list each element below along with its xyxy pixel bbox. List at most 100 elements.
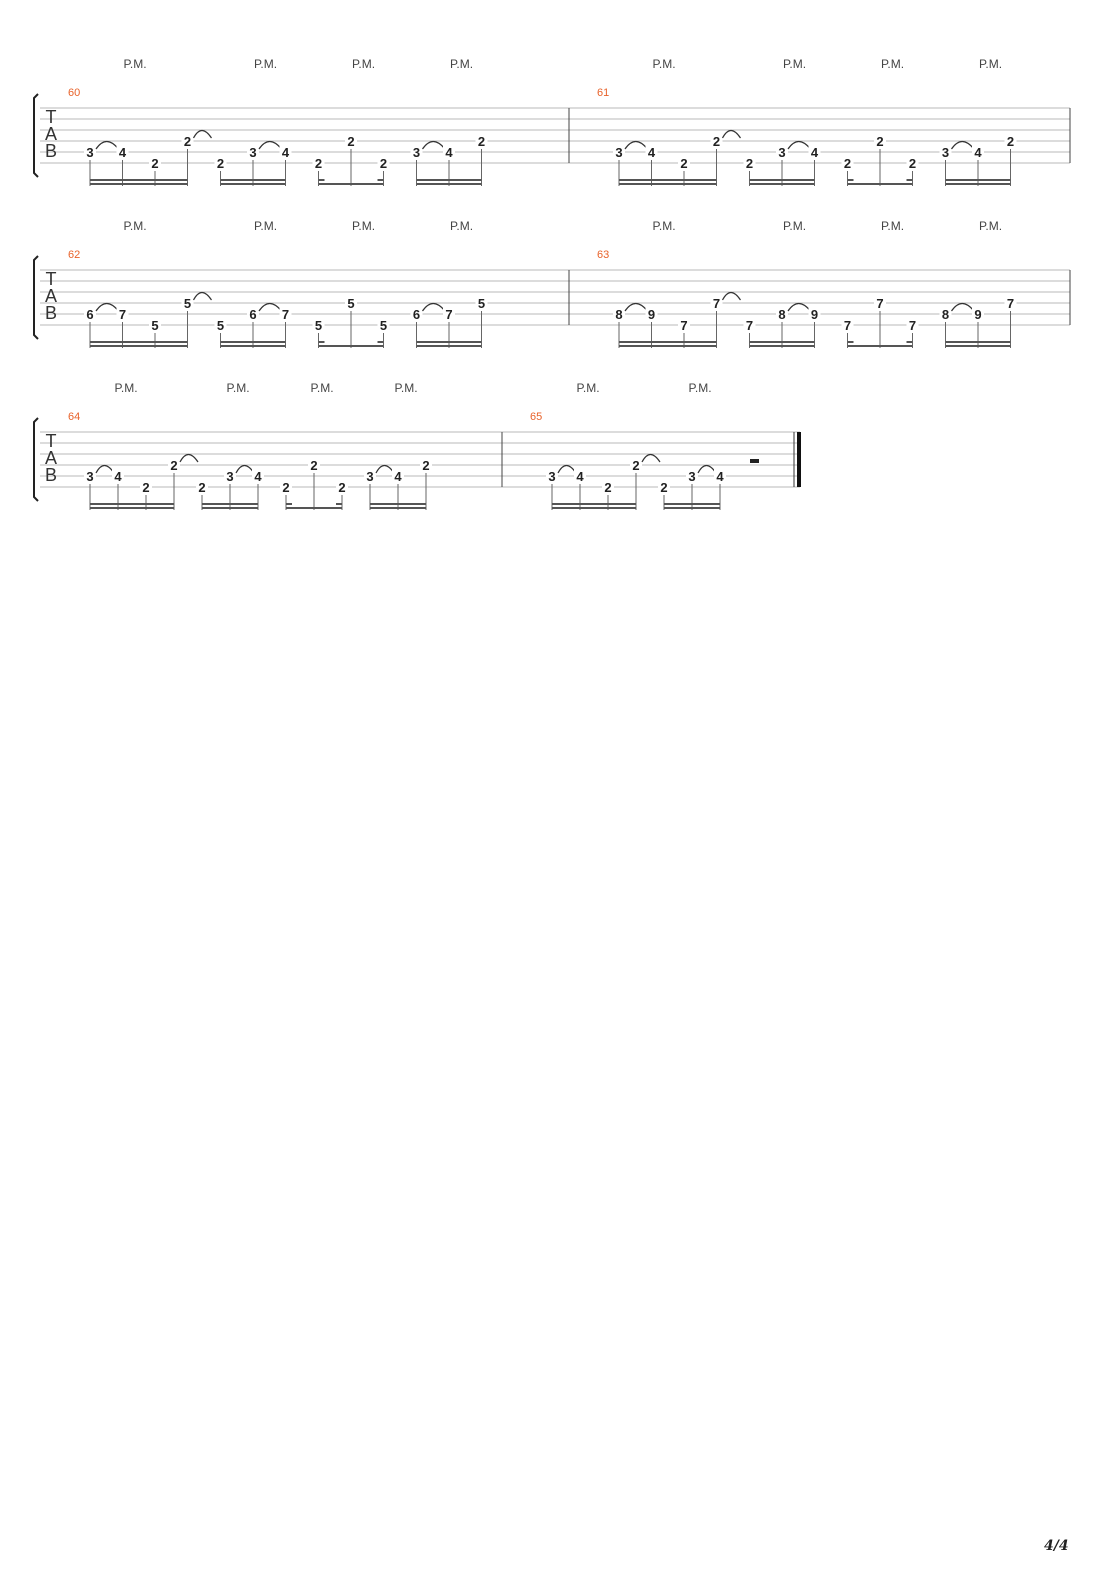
- palm-mute-label: P.M.: [450, 219, 473, 233]
- fret-number: 7: [876, 296, 883, 311]
- fret-number: 5: [478, 296, 485, 311]
- fret-number: 5: [380, 318, 387, 333]
- fret-number: 7: [282, 307, 289, 322]
- note-backdrop: [710, 296, 723, 309]
- palm-mute-label: P.M.: [783, 57, 806, 71]
- fret-number: 3: [226, 469, 233, 484]
- beam-primary: [416, 183, 482, 185]
- beam-primary: [749, 345, 815, 347]
- palm-mute-label: P.M.: [450, 57, 473, 71]
- beam-secondary: [945, 341, 1011, 343]
- palm-mute-label: P.M.: [352, 57, 375, 71]
- fret-number: 3: [86, 469, 93, 484]
- beam-primary: [202, 507, 258, 509]
- fret-number: 2: [844, 156, 851, 171]
- tab-clef-letter: A: [45, 448, 57, 468]
- beam-stub: [847, 179, 854, 181]
- note-backdrop: [630, 458, 642, 471]
- note-backdrop: [279, 307, 292, 320]
- measure-number: 63: [597, 249, 609, 261]
- note-backdrop: [1004, 134, 1017, 147]
- note-backdrop: [808, 145, 821, 158]
- beam-secondary: [370, 503, 426, 505]
- palm-mute-label: P.M.: [979, 219, 1002, 233]
- fret-number: 5: [151, 318, 158, 333]
- tab-clef-letter: B: [45, 465, 57, 485]
- tie-arc: [95, 302, 119, 312]
- palm-mute-label: P.M.: [123, 57, 146, 71]
- beam-stub: [377, 179, 384, 181]
- measure-number: 61: [597, 87, 609, 99]
- palm-mute-label: P.M.: [979, 57, 1002, 71]
- note-backdrop: [906, 318, 919, 331]
- note-backdrop: [1004, 296, 1017, 309]
- palm-mute-label: P.M.: [352, 219, 375, 233]
- fret-number: 3: [86, 145, 93, 160]
- note-backdrop: [279, 145, 292, 158]
- tie-arc: [624, 302, 648, 312]
- note-backdrop: [710, 134, 723, 147]
- note-backdrop: [475, 296, 488, 309]
- palm-mute-label: P.M.: [576, 381, 599, 395]
- fret-number: 5: [315, 318, 322, 333]
- half-rest: [750, 459, 759, 463]
- note-backdrop: [939, 145, 952, 158]
- system-bracket: [33, 93, 39, 178]
- note-backdrop: [678, 156, 690, 169]
- note-backdrop: [475, 134, 488, 147]
- note-backdrop: [906, 156, 919, 169]
- tie-arc: [624, 140, 648, 150]
- note-backdrop: [443, 307, 455, 320]
- tie-arc: [951, 302, 975, 312]
- note-backdrop: [84, 145, 96, 158]
- fret-number: 2: [680, 156, 687, 171]
- note-backdrop: [808, 307, 821, 320]
- fret-number: 2: [632, 458, 639, 473]
- note-backdrop: [224, 469, 236, 482]
- fret-number: 2: [142, 480, 149, 495]
- note-backdrop: [613, 307, 625, 320]
- palm-mute-label: P.M.: [881, 219, 904, 233]
- note-backdrop: [312, 318, 325, 331]
- note-backdrop: [345, 134, 357, 147]
- beam-stub: [286, 503, 292, 505]
- beam-secondary: [749, 341, 815, 343]
- fret-number: 3: [548, 469, 555, 484]
- beam-primary: [552, 507, 636, 509]
- note-backdrop: [874, 296, 886, 309]
- note-backdrop: [410, 145, 423, 158]
- tab-clef-letter: B: [45, 303, 57, 323]
- fret-number: 8: [942, 307, 949, 322]
- tie-arc: [375, 464, 395, 474]
- beam-stub: [847, 341, 854, 343]
- note-backdrop: [678, 318, 690, 331]
- fret-number: 4: [716, 469, 724, 484]
- note-backdrop: [841, 156, 854, 169]
- fret-number: 2: [478, 134, 485, 149]
- fret-number: 4: [282, 145, 290, 160]
- beam-stub: [377, 341, 384, 343]
- note-backdrop: [874, 134, 886, 147]
- tab-clef-letter: A: [45, 286, 57, 306]
- fret-number: 4: [576, 469, 584, 484]
- note-backdrop: [336, 480, 348, 493]
- note-backdrop: [410, 307, 423, 320]
- palm-mute-label: P.M.: [652, 219, 675, 233]
- beam-primary: [370, 507, 426, 509]
- fret-number: 2: [170, 458, 177, 473]
- beam-primary: [945, 345, 1011, 347]
- note-backdrop: [116, 307, 129, 320]
- beam-primary: [749, 183, 815, 185]
- beam-stub: [336, 503, 342, 505]
- fret-number: 3: [249, 145, 256, 160]
- tie-arc: [192, 129, 212, 139]
- fret-number: 5: [347, 296, 354, 311]
- palm-mute-label: P.M.: [688, 381, 711, 395]
- tab-clef-letter: T: [46, 269, 57, 289]
- fret-number: 7: [844, 318, 851, 333]
- note-backdrop: [613, 145, 625, 158]
- note-backdrop: [214, 156, 227, 169]
- palm-mute-label: P.M.: [783, 219, 806, 233]
- beam-primary: [664, 507, 720, 509]
